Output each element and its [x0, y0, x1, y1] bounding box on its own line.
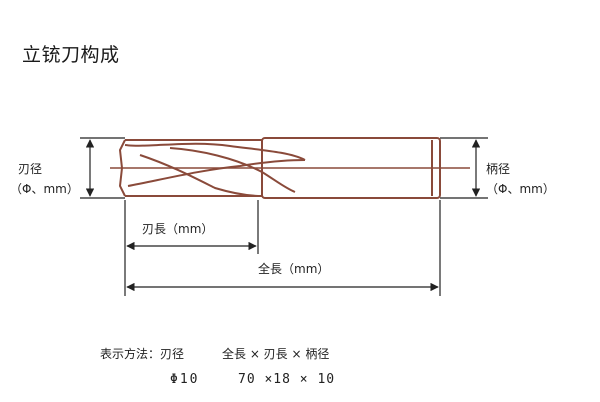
notation-label: 表示方法：刃径	[100, 347, 185, 361]
shank-diameter-unit: （Φ、mm）	[486, 182, 555, 196]
dim-flute-length	[124, 200, 259, 296]
flute-helix-2	[127, 159, 306, 187]
flute-length-label: 刃長（mm）	[142, 222, 214, 236]
flute-helix-4	[169, 147, 296, 193]
dim-shank-diameter	[440, 137, 488, 199]
page-title: 立铳刀构成	[22, 44, 120, 66]
dim-cutting-diameter	[80, 137, 125, 199]
flute-outline	[125, 139, 262, 197]
example-dimensions: 70 ×18 × 10	[238, 372, 336, 387]
notation-expression: 全長 × 刃長 × 柄径	[222, 347, 330, 361]
example-diameter: Φ10	[170, 372, 200, 387]
cutting-diameter-label: 刃径	[18, 162, 43, 176]
dim-overall-length	[126, 200, 441, 296]
shank-diameter-label: 柄径	[486, 162, 511, 176]
flute-helix-1	[124, 142, 306, 161]
flute-helix-3	[139, 154, 263, 197]
cutting-diameter-unit: （Φ、mm）	[10, 182, 79, 196]
overall-length-label: 全長（mm）	[258, 262, 330, 276]
